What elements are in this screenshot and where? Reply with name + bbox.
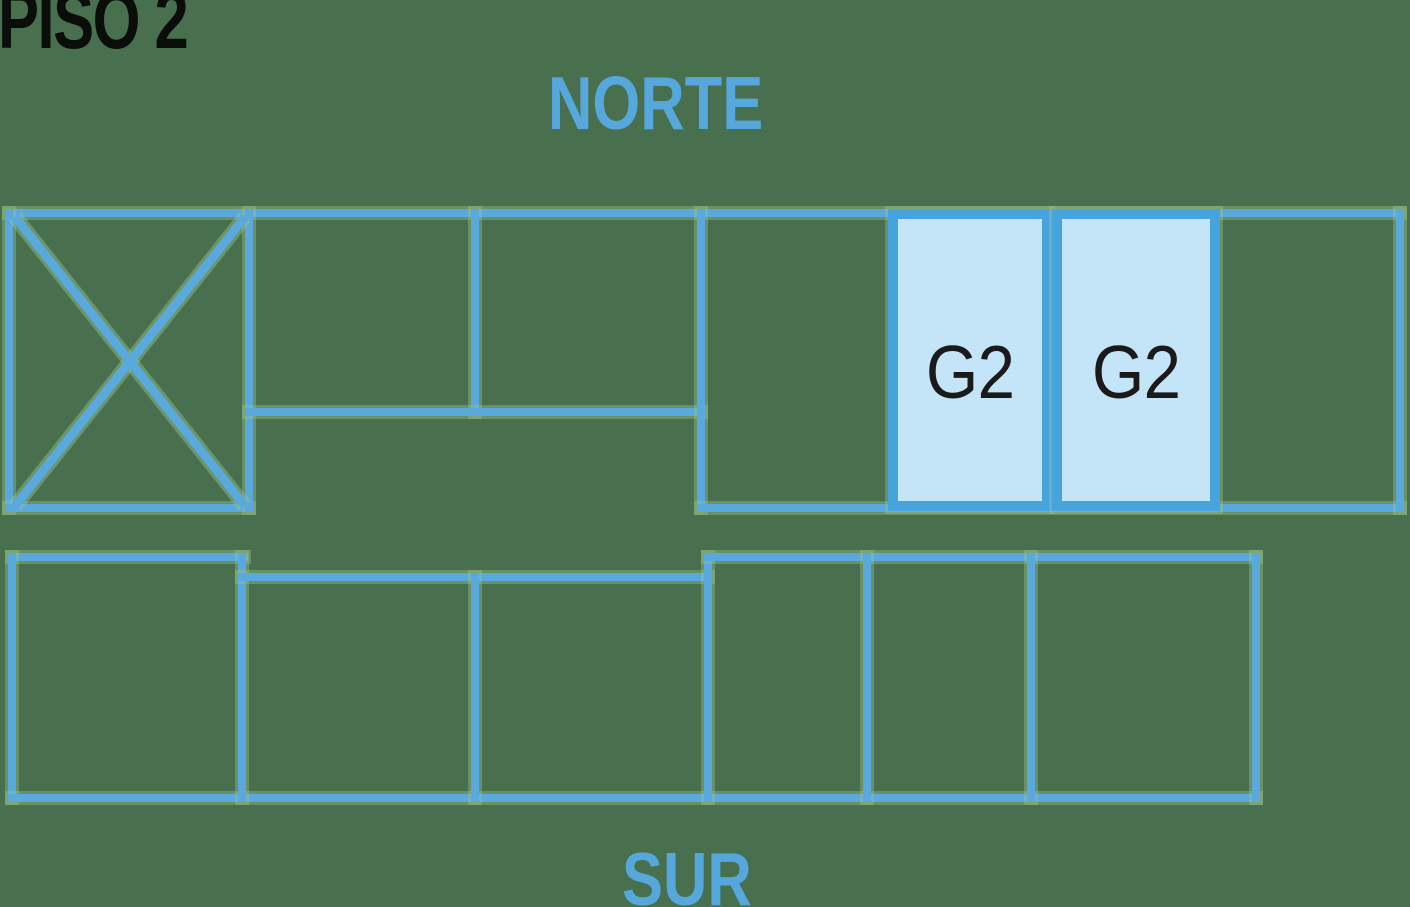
wall-bottom-right-top [704,553,1260,561]
wall-bottom-divider-4 [863,553,871,802]
cross-diagonal-icon [11,214,249,509]
south-label: SUR [622,837,752,907]
north-label: NORTE [548,61,764,145]
unit-g2-left[interactable]: G2 [888,209,1052,511]
unit-g2-right-label: G2 [1091,329,1181,414]
wall-bottom-divider-5 [1027,553,1035,802]
wall-corridor-divider [245,408,705,416]
floor-title: PISO 2 [0,0,189,66]
wall-bottom-outer [8,794,1260,802]
wall-bottom-left-top [8,553,248,561]
wall-bottom-left-edge [8,553,16,802]
wall-crossed-square-left [5,209,13,512]
crossed-square-symbol [9,212,251,511]
unit-g2-left-label: G2 [925,329,1015,414]
wall-top-mid-divider [697,209,705,512]
wall-bottom-divider-1 [238,553,246,802]
wall-crossed-square-bottom [5,504,253,512]
wall-crossed-square-right [245,209,253,512]
wall-bottom-right-edge [1252,553,1260,802]
wall-top-right-edge [1396,209,1404,512]
wall-bottom-divider-3 [704,553,712,802]
wall-bottom-divider-2 [471,573,479,802]
unit-g2-right[interactable]: G2 [1052,209,1220,511]
wall-top-room-divider [471,209,479,416]
